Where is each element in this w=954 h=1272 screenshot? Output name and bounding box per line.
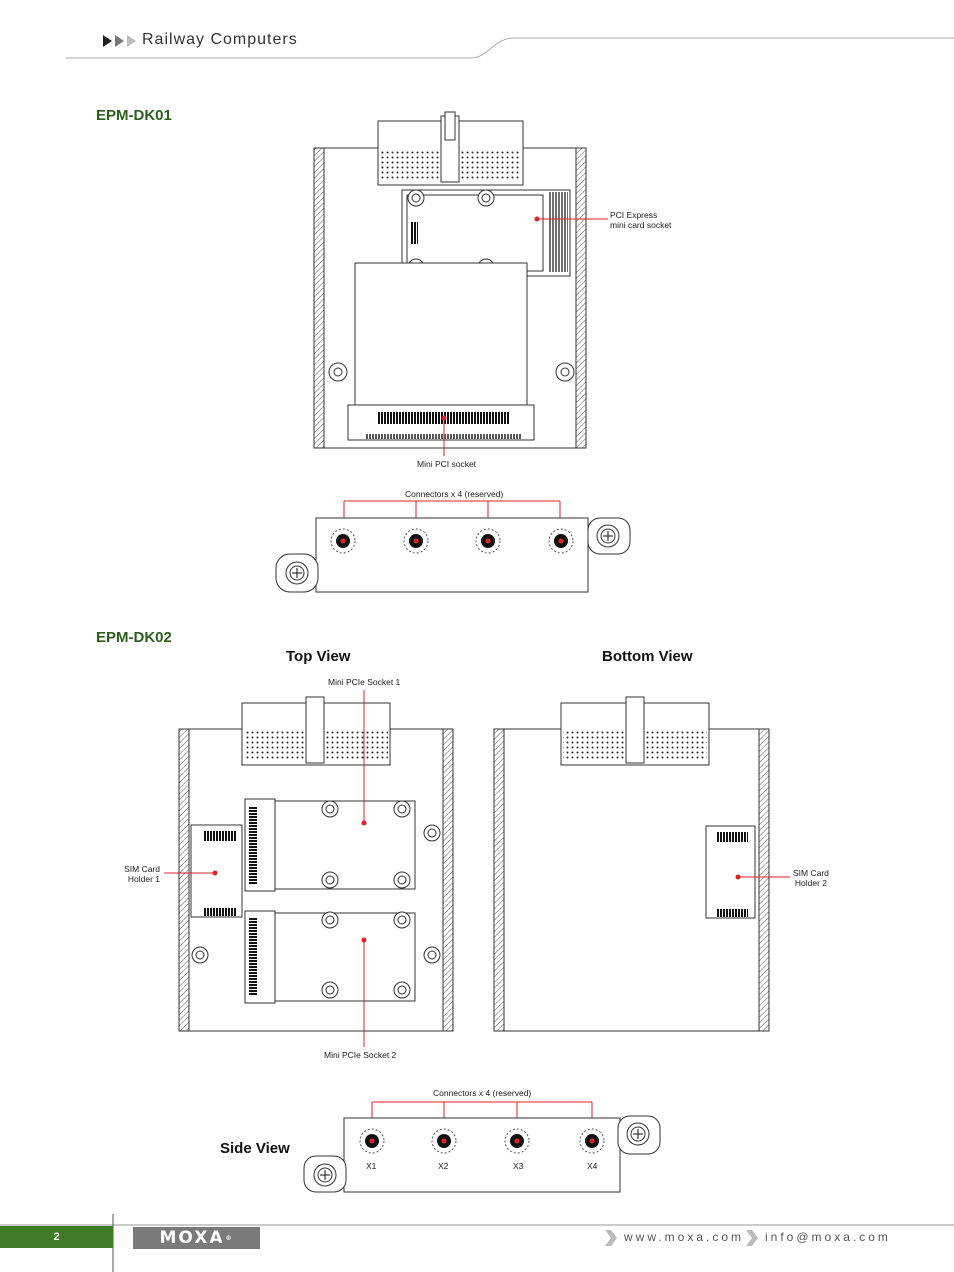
mini-pcie-socket-1-label: Mini PCIe Socket 1 [328, 677, 401, 687]
bottom-view-title: Bottom View [602, 648, 693, 665]
epm-dk01-title: EPM-DK01 [96, 107, 172, 124]
header-rule [66, 37, 954, 59]
chevron-right-icon [603, 1230, 617, 1251]
connector-x4-label: X4 [587, 1161, 598, 1171]
sim-card-holder-2-label: SIM Card Holder 2 [793, 868, 829, 888]
sim-card-holder-1-label: SIM Card Holder 1 [124, 864, 160, 884]
top-view-title: Top View [286, 648, 351, 665]
connector-x2-label: X2 [438, 1161, 449, 1171]
mini-pci-socket-label: Mini PCI socket [417, 459, 477, 469]
logo-text: MOXA [159, 1228, 225, 1248]
triangle-arrows-icon [103, 35, 136, 47]
pci-express-socket-label: PCI Express mini card socket [610, 210, 672, 230]
header-title: Railway Computers [142, 31, 298, 48]
moxa-logo: MOXA® [133, 1227, 260, 1249]
epm-dk02-diagrams [164, 690, 790, 1193]
connector-x1-label: X1 [366, 1161, 377, 1171]
dk01-connectors-label: Connectors x 4 (reserved) [405, 489, 504, 499]
connector-x3-label: X3 [513, 1161, 524, 1171]
epm-dk02-title: EPM-DK02 [96, 629, 172, 646]
chevron-right-icon [744, 1230, 758, 1251]
dk02-connectors-label: Connectors x 4 (reserved) [433, 1088, 532, 1098]
website-link[interactable]: www.moxa.com [624, 1230, 745, 1244]
epm-dk01-top-diagram [275, 111, 631, 593]
side-view-title: Side View [220, 1140, 290, 1157]
header-arrows [103, 34, 139, 52]
email-link[interactable]: info@moxa.com [765, 1230, 891, 1244]
mini-pcie-socket-2-label: Mini PCIe Socket 2 [324, 1050, 397, 1060]
page-number: 2 [0, 1226, 113, 1248]
